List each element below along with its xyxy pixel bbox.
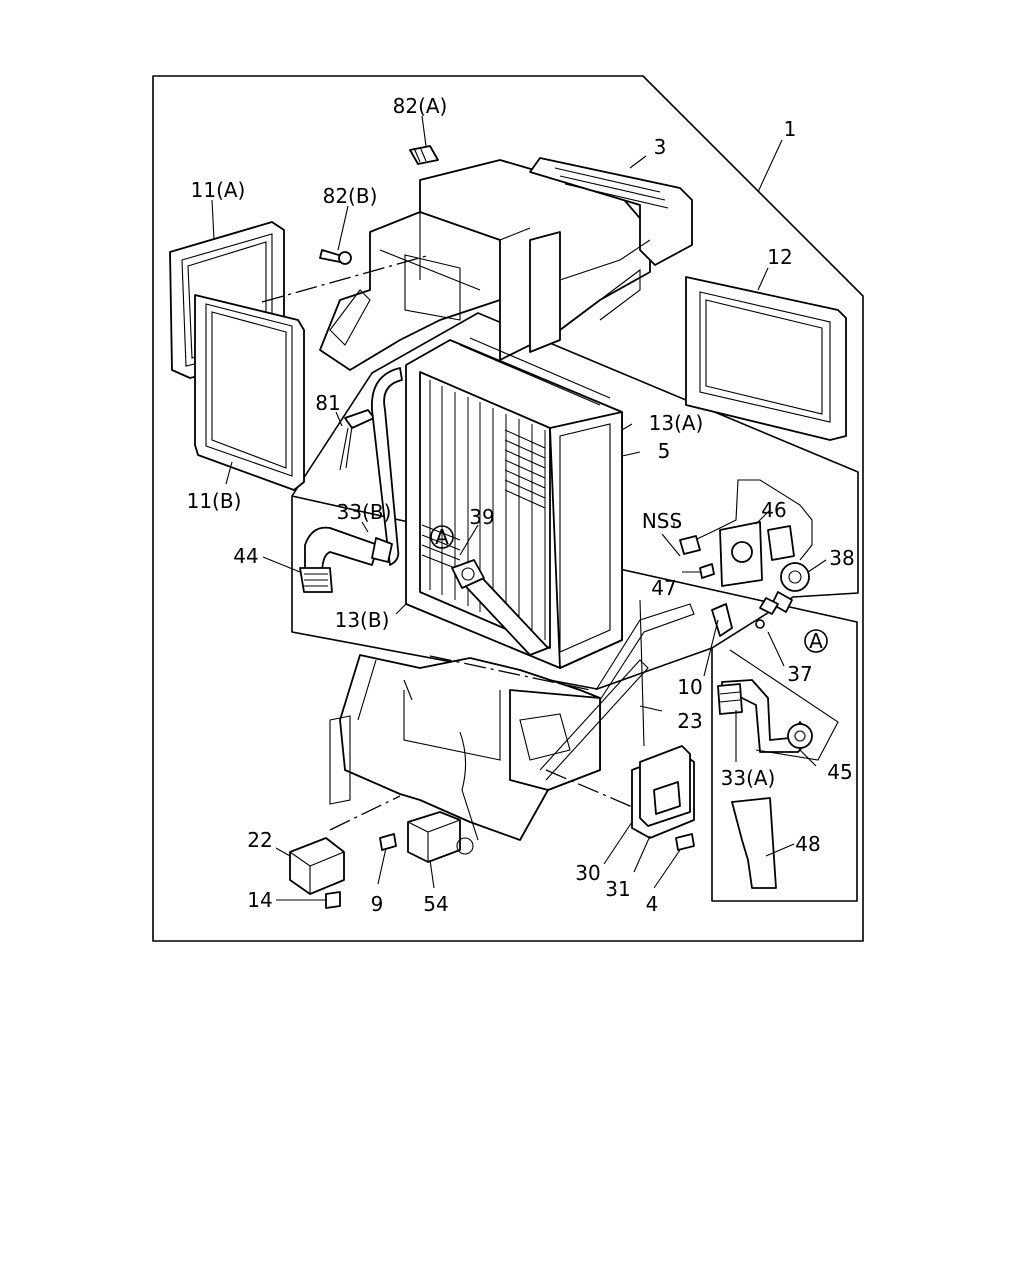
pipe-45 (721, 679, 813, 753)
callout-33b: 33(B) (337, 500, 392, 524)
lower-case (329, 603, 695, 841)
screw-14 (325, 891, 341, 909)
callout-11b: 11(B) (187, 489, 242, 513)
callout-13a: 13(A) (649, 411, 704, 435)
screw-82a (409, 145, 439, 165)
callout-5: 5 (658, 439, 671, 463)
callout-11a: 11(A) (191, 178, 246, 202)
relay-22 (289, 837, 345, 895)
screw-82b (319, 249, 352, 265)
callout-82b: 82(B) (323, 184, 378, 208)
screw-9 (379, 833, 397, 851)
insulation-pad-48 (731, 797, 777, 889)
callout-82a: 82(A) (393, 94, 448, 118)
leader-45-bracket (729, 649, 839, 761)
upper-blower-housing (319, 157, 693, 371)
sensor-30-31 (631, 745, 695, 839)
callout-4: 4 (646, 892, 659, 916)
leader-relay (329, 795, 401, 831)
callout-46: 46 (761, 498, 786, 522)
callout-54: 54 (423, 892, 448, 916)
o-ring-fitting-44 (299, 567, 333, 593)
assembly-frame-border (152, 75, 864, 942)
inlet-tube (371, 367, 403, 566)
callout-10: 10 (677, 675, 702, 699)
pipe-33b (304, 526, 393, 576)
marker-a-core (430, 525, 454, 549)
callout-a-core: A (435, 525, 449, 549)
callout-44: 44 (233, 544, 258, 568)
callout-13b: 13(B) (335, 608, 390, 632)
clip-10 (711, 603, 733, 637)
leader-lines (211, 115, 827, 901)
callout-31: 31 (605, 877, 630, 901)
callout-3: 3 (654, 135, 667, 159)
resistor-54 (407, 811, 474, 863)
clip-81 (339, 409, 375, 471)
callout-30: 30 (575, 861, 600, 885)
callout-45: 45 (827, 760, 852, 784)
o-ring-fitting-33a (717, 683, 743, 715)
callout-38: 38 (829, 546, 854, 570)
expansion-valve-group (679, 479, 813, 615)
callout-39: 39 (469, 505, 494, 529)
callout-33a: 33(A) (721, 766, 776, 790)
seal-11b (194, 294, 305, 491)
callout-a-valve: A (809, 629, 823, 653)
callout-nss: NSS (642, 509, 682, 533)
leader-lower-case-sensor (545, 769, 645, 813)
callout-14: 14 (247, 888, 272, 912)
callout-81: 81 (315, 391, 340, 415)
callout-22: 22 (247, 828, 272, 852)
callout-23: 23 (677, 709, 702, 733)
core-group-outline (291, 312, 859, 902)
callout-37: 37 (787, 662, 812, 686)
callout-9: 9 (371, 892, 384, 916)
screw-4 (675, 833, 695, 851)
leader-seal-alignment (261, 254, 431, 303)
marker-a-valve (804, 629, 828, 653)
core-group-outline-lower (291, 495, 713, 690)
filter-seal-12 (685, 276, 847, 441)
fitting-39 (451, 559, 485, 589)
callout-12: 12 (767, 245, 792, 269)
leader-lower-case-core (429, 655, 591, 691)
o-ring-37 (755, 619, 765, 629)
callout-47: 47 (651, 576, 676, 600)
callout-48: 48 (795, 832, 820, 856)
callout-1: 1 (784, 117, 797, 141)
